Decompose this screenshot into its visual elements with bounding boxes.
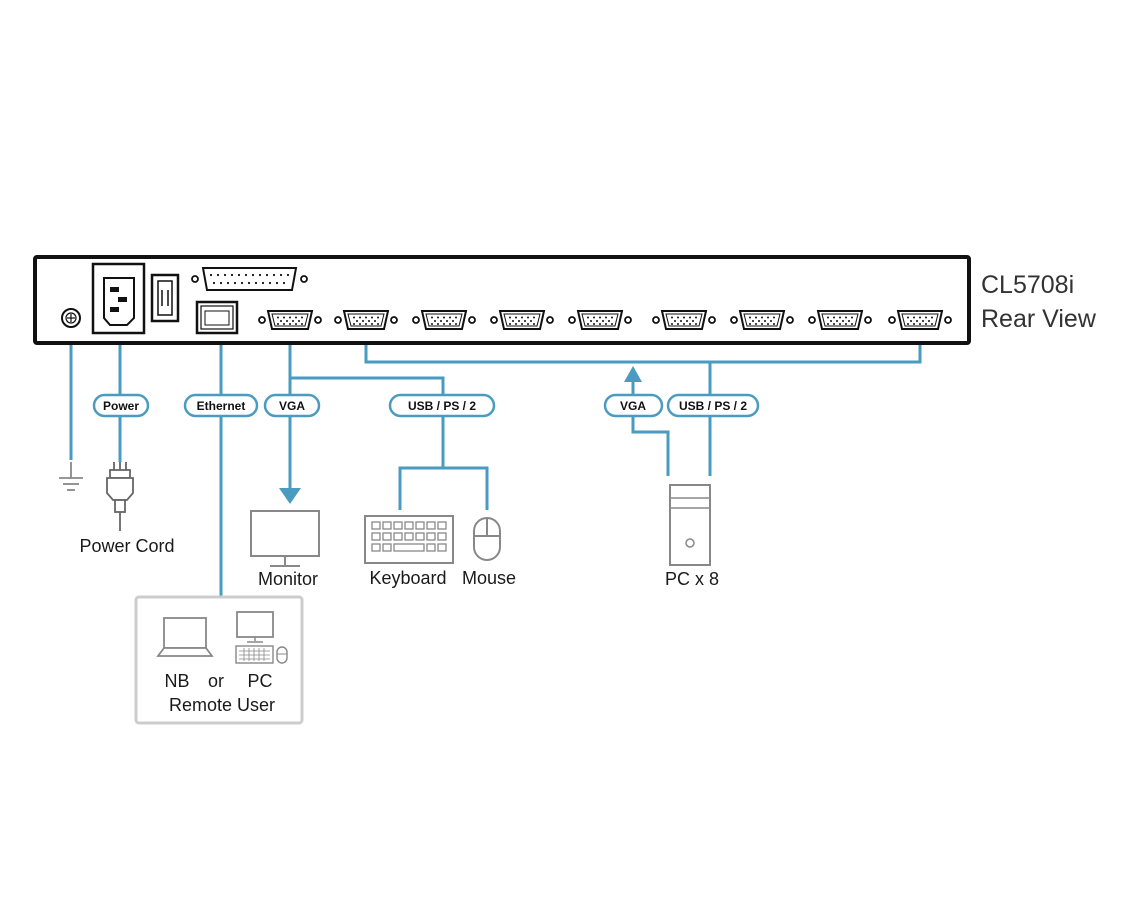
remote-user-box: NB or PC Remote User [134,595,304,725]
pc-label: PC x 8 [665,569,719,589]
power-cord-label: Power Cord [79,536,174,556]
kvm-chassis [33,255,971,345]
view-label: Rear View [981,305,1097,333]
monitor-icon [250,510,320,567]
label-power-text: Power [103,399,139,413]
remote-user-label: Remote User [169,695,275,715]
pc-port-bus [364,334,922,364]
rj45-port-icon [195,300,239,335]
label-usb-console-text: USB / PS / 2 [408,399,476,413]
keyboard-label: Keyboard [369,568,446,588]
remote-nb-label: NB [164,671,189,691]
laptop-icon [156,617,214,657]
ground-icon [61,308,81,328]
keyboard-icon [364,515,454,564]
label-vga-console: VGA [263,393,321,418]
cables [69,334,922,598]
mouse-icon [473,517,501,561]
power-switch-icon [150,273,180,323]
label-usb-pc-text: USB / PS / 2 [679,399,747,413]
remote-or-label: or [208,671,224,691]
label-vga-console-text: VGA [279,399,305,413]
db25-port-icon [191,267,308,291]
power-plug-icon [106,462,134,531]
usb-console-cable [290,376,445,468]
vga-arrow-up [624,366,642,382]
power-socket-icon [91,262,146,335]
remote-pc-label: PC [247,671,272,691]
desktop-pc-icon [235,611,288,664]
monitor-label: Monitor [258,569,318,589]
keyboard-mouse-branch [398,466,489,510]
pc-tower-icon [669,484,711,566]
vga-arrow-down [279,488,301,504]
model-name: CL5708i [981,271,1074,299]
label-ethernet: Ethernet [183,393,259,418]
ground-symbol-icon [59,462,83,491]
chassis-outline [33,255,971,345]
label-power: Power [92,393,150,418]
label-usb-pc: USB / PS / 2 [666,393,760,418]
label-vga-pc: VGA [603,393,664,418]
mouse-label: Mouse [462,568,516,588]
label-vga-pc-text: VGA [620,399,646,413]
label-usb-console: USB / PS / 2 [388,393,496,418]
label-ethernet-text: Ethernet [197,399,246,413]
